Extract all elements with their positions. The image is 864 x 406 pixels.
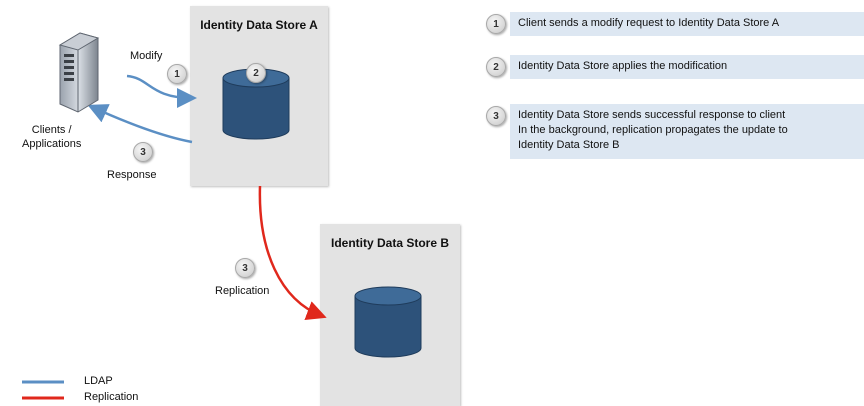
legend-replication-label: Replication	[84, 391, 139, 403]
step-3-line-3: Identity Data Store B	[518, 139, 620, 151]
replication-arrow	[258, 185, 327, 320]
step-2-text: Identity Data Store applies the modifica…	[510, 55, 864, 79]
step-3-badge: 3	[486, 106, 506, 126]
client-label: Clients / Applications	[22, 123, 81, 151]
database-cylinder-icon	[354, 286, 422, 358]
step-2-line-1: Identity Data Store applies the modifica…	[518, 60, 728, 72]
legend-ldap-label: LDAP	[84, 375, 113, 387]
step-3-line-2: In the background, replication propagate…	[518, 124, 788, 136]
store-a-step-badge: 2	[246, 63, 266, 83]
replication-step-badge: 3	[235, 258, 255, 278]
identity-data-store-b-title: Identity Data Store B	[330, 236, 450, 250]
server-tower-icon	[58, 32, 100, 113]
step-1-line-1: Client sends a modify request to Identit…	[518, 17, 780, 29]
modify-arrow	[126, 74, 197, 108]
replication-label: Replication	[215, 285, 270, 297]
response-step-badge: 3	[133, 142, 153, 162]
step-1-badge: 1	[486, 14, 506, 34]
response-label: Response	[107, 169, 157, 181]
response-arrow	[87, 104, 193, 144]
client-label-line2: Applications	[22, 138, 82, 150]
step-2-badge: 2	[486, 57, 506, 77]
step-1-text: Client sends a modify request to Identit…	[510, 12, 864, 36]
modify-step-badge: 1	[167, 64, 187, 84]
identity-data-store-a-title: Identity Data Store A	[200, 18, 318, 32]
modify-label: Modify	[130, 50, 163, 62]
step-3-text: Identity Data Store sends successful res…	[510, 104, 864, 159]
step-3-line-1: Identity Data Store sends successful res…	[518, 109, 786, 121]
client-label-line1: Clients /	[31, 124, 72, 136]
